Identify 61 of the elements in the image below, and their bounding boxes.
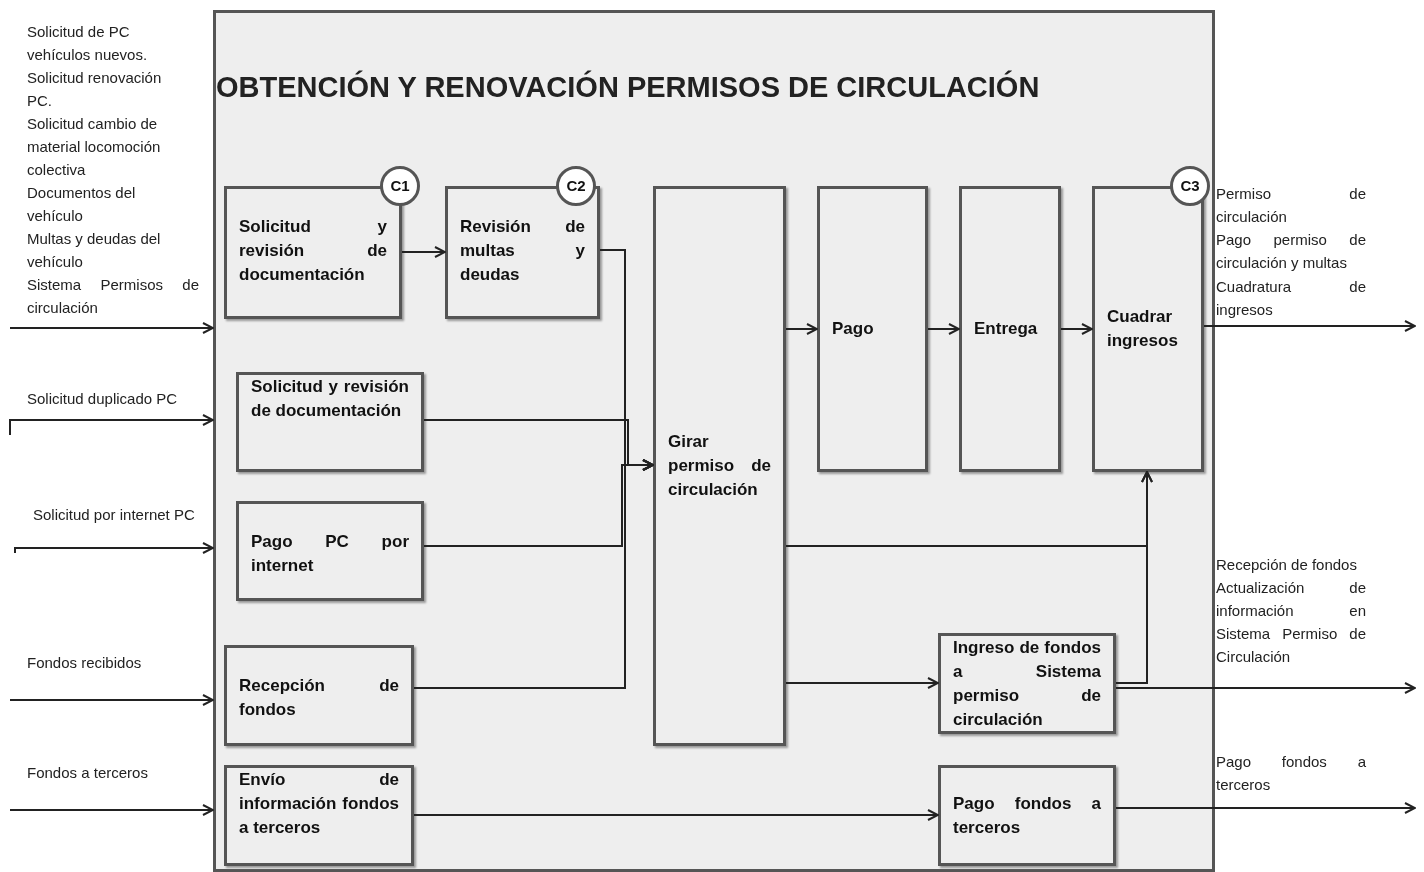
process-label: Girar permiso de circulación bbox=[667, 431, 772, 501]
flow-label: Solicitud renovación PC. bbox=[27, 68, 163, 111]
arrow bbox=[1115, 682, 1416, 694]
arrow bbox=[14, 542, 214, 554]
flow-label: Solicitud de PC vehículos nuevos. bbox=[27, 22, 149, 65]
flow-label: Cuadratura de ingresos bbox=[1216, 277, 1366, 320]
arrow bbox=[927, 323, 960, 335]
control-label: C1 bbox=[390, 176, 410, 196]
process-box bbox=[938, 633, 1116, 734]
flow-label: Permiso de circulación bbox=[1216, 184, 1366, 227]
arrow bbox=[785, 677, 939, 689]
process-box bbox=[817, 186, 928, 472]
process-label: Pago fondos a terceros bbox=[952, 792, 1102, 839]
flow-label: Actualización de información en Sistema Permiso de Circulación bbox=[1216, 578, 1366, 667]
arrow bbox=[1115, 802, 1416, 814]
flow-label: Documentos del vehículo bbox=[27, 183, 137, 226]
process-box bbox=[224, 765, 414, 866]
process-label: Solicitud y revisión de documentación bbox=[250, 376, 410, 422]
process-label: Solicitud y revisión de documentación bbox=[238, 216, 388, 286]
control-circle bbox=[556, 166, 596, 206]
process-label: Revisión de multas y deudas bbox=[459, 216, 586, 286]
process-box bbox=[236, 501, 424, 601]
arrow bbox=[9, 694, 214, 706]
process-box bbox=[653, 186, 786, 746]
flow-label: Solicitud duplicado PC bbox=[27, 389, 179, 409]
flow-label: Fondos recibidos bbox=[27, 653, 143, 673]
process-label: Entrega bbox=[973, 318, 1039, 340]
arrow bbox=[413, 809, 939, 821]
arrow bbox=[401, 246, 446, 258]
control-circle bbox=[1170, 166, 1210, 206]
arrow bbox=[9, 414, 214, 436]
process-box bbox=[224, 645, 414, 746]
arrow bbox=[1115, 471, 1153, 684]
process-box bbox=[938, 765, 1116, 866]
process-box bbox=[236, 372, 424, 472]
process-label: Envío de información fondos a terceros bbox=[238, 769, 400, 839]
flow-label: Sistema Permisos de circulación bbox=[27, 275, 199, 318]
arrow bbox=[1060, 323, 1093, 335]
process-label: Cuadrar ingresos bbox=[1106, 306, 1179, 352]
arrow bbox=[785, 323, 818, 335]
flow-label: Recepción de fondos bbox=[1216, 555, 1358, 575]
control-circle bbox=[380, 166, 420, 206]
flow-label: Fondos a terceros bbox=[27, 763, 149, 783]
flow-label: Solicitud cambio de material locomoción colectiva bbox=[27, 114, 162, 180]
process-label: Recepción de fondos bbox=[238, 675, 400, 721]
process-frame bbox=[213, 10, 1215, 872]
frame-heading: OBTENCIÓN Y RENOVACIÓN PERMISOS DE CIRCULACIÓN bbox=[216, 71, 1041, 104]
control-label: C3 bbox=[1180, 176, 1200, 196]
arrow bbox=[9, 804, 214, 816]
control-label: C2 bbox=[566, 176, 586, 196]
process-label: Pago bbox=[831, 318, 875, 340]
flow-label: Solicitud por internet PC bbox=[33, 505, 196, 525]
flow-label: Pago permiso de circulación y multas bbox=[1216, 230, 1366, 273]
flow-label: Multas y deudas del vehículo bbox=[27, 229, 162, 272]
arrow bbox=[9, 322, 214, 334]
process-label: Pago PC por internet bbox=[250, 531, 410, 577]
arrow bbox=[413, 459, 654, 689]
arrow bbox=[1203, 320, 1416, 332]
process-box bbox=[959, 186, 1061, 472]
process-label: Ingreso de fondos a Sistema permiso de circulación bbox=[952, 637, 1102, 731]
flow-label: Pago fondos a terceros bbox=[1216, 752, 1366, 795]
